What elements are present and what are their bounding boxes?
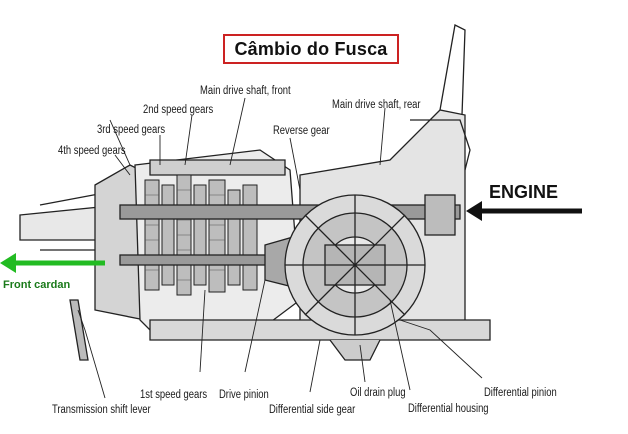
label-reverse-gear: Reverse gear [273, 125, 330, 137]
label-4th-speed-gears: 4th speed gears [58, 145, 126, 157]
title-box: Câmbio do Fusca [223, 34, 399, 64]
label-3rd-speed-gears: 3rd speed gears [97, 124, 166, 136]
label-differential-housing: Differential housing [408, 403, 489, 415]
front-cardan-label: Front cardan [3, 279, 71, 291]
label-1st-speed-gears: 1st speed gears [140, 389, 208, 401]
label-differential-pinion: Differential pinion [484, 387, 557, 399]
front-cardan-arrow [0, 253, 105, 273]
label-oil-drain-plug: Oil drain plug [350, 387, 406, 399]
engine-arrow [466, 201, 582, 221]
label-main-drive-shaft-rear: Main drive shaft, rear [332, 99, 421, 111]
label-transmission-shift-lever: Transmission shift lever [52, 404, 151, 416]
label-main-drive-shaft-front: Main drive shaft, front [200, 85, 291, 97]
label-drive-pinion: Drive pinion [219, 389, 269, 401]
label-differential-side-gear: Differential side gear [269, 404, 356, 416]
engine-label: ENGINE [489, 182, 559, 202]
diagram-title: Câmbio do Fusca [234, 38, 388, 59]
label-2nd-speed-gears: 2nd speed gears [143, 104, 214, 116]
